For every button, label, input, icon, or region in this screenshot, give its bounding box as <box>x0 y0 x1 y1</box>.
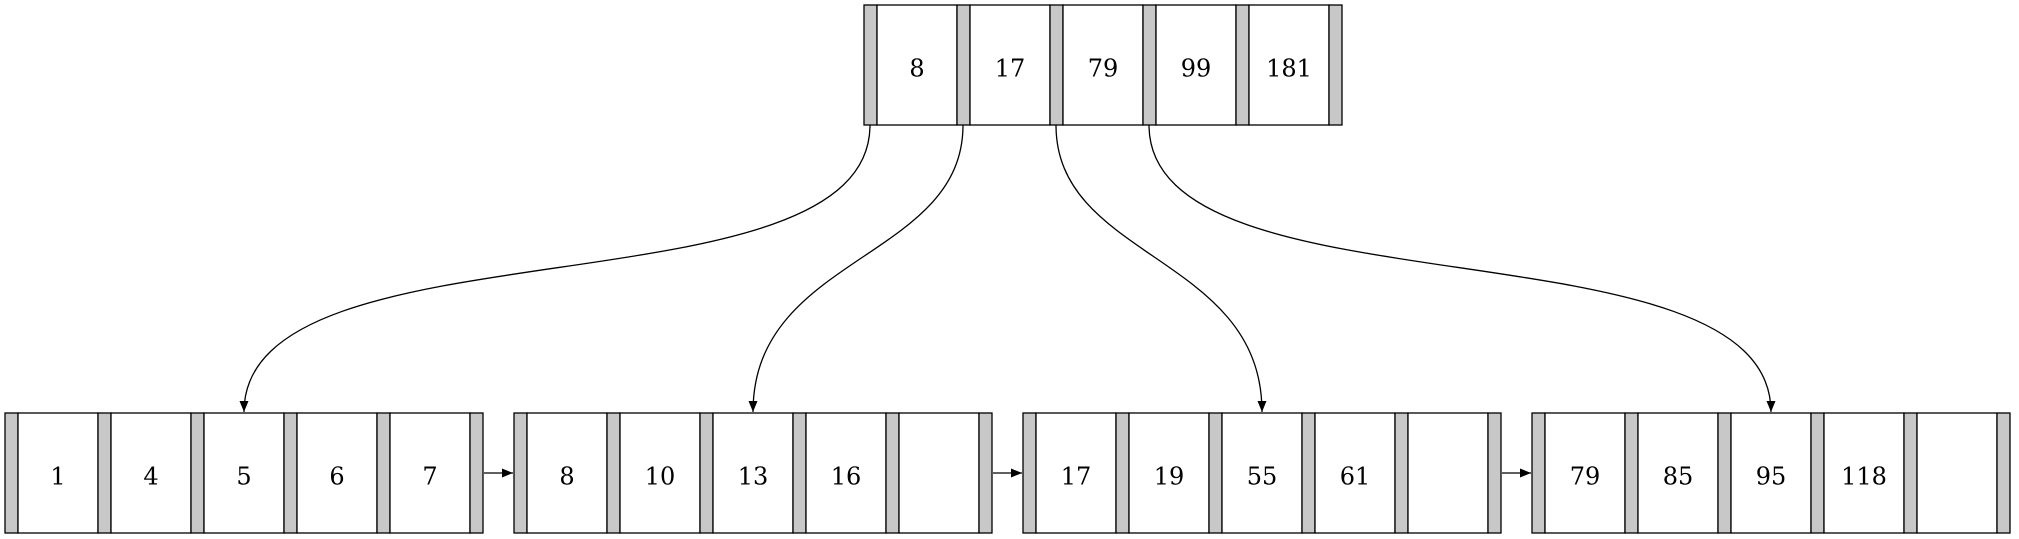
root-node: 8 17 79 99 181 <box>863 4 1343 126</box>
pointer-slot <box>1301 412 1316 534</box>
leaf-node-3: 17 19 55 61 <box>1022 412 1502 534</box>
key-label: 19 <box>1154 463 1185 491</box>
pointer-slot <box>4 412 19 534</box>
pointer-slot <box>1394 412 1409 534</box>
pointer-slot <box>1235 4 1250 126</box>
key-cell <box>1062 4 1144 126</box>
child-pointer-edge <box>1148 124 1776 413</box>
child-pointer-edge <box>1055 124 1267 413</box>
key-cell <box>898 412 980 534</box>
key-cell <box>110 412 192 534</box>
pointer-slot <box>1328 4 1343 126</box>
key-cell <box>17 412 99 534</box>
key-cell <box>1155 4 1237 126</box>
pointer-slot <box>1903 412 1918 534</box>
key-label: 5 <box>236 463 251 491</box>
child-pointer-edge <box>748 124 964 413</box>
key-label: 7 <box>422 463 437 491</box>
leaf-node-4: 79 85 95 118 <box>1531 412 2011 534</box>
pointer-slot <box>699 412 714 534</box>
key-cell <box>1407 412 1489 534</box>
key-cell <box>1637 412 1719 534</box>
key-label: 10 <box>645 463 676 491</box>
pointer-slot <box>513 412 528 534</box>
key-cell <box>969 4 1051 126</box>
key-cell <box>203 412 285 534</box>
key-label: 79 <box>1088 55 1119 83</box>
pointer-slot <box>1208 412 1223 534</box>
key-label: 181 <box>1266 55 1312 83</box>
key-label: 55 <box>1247 463 1278 491</box>
key-cell <box>1221 412 1303 534</box>
key-label: 118 <box>1841 463 1887 491</box>
key-cell <box>389 412 471 534</box>
key-cell <box>876 4 958 126</box>
pointer-slot <box>1049 4 1064 126</box>
pointer-slot <box>1996 412 2011 534</box>
key-label: 17 <box>1061 463 1092 491</box>
key-cell <box>1823 412 1905 534</box>
pointer-slot <box>97 412 112 534</box>
key-label: 85 <box>1663 463 1694 491</box>
key-label: 13 <box>738 463 769 491</box>
key-label: 95 <box>1756 463 1787 491</box>
pointer-slot <box>1624 412 1639 534</box>
key-cell <box>1314 412 1396 534</box>
pointer-slot <box>1531 412 1546 534</box>
pointer-slot <box>376 412 391 534</box>
pointer-slot <box>1487 412 1502 534</box>
key-label: 16 <box>831 463 862 491</box>
key-cell <box>805 412 887 534</box>
pointer-slot <box>283 412 298 534</box>
key-label: 8 <box>559 463 574 491</box>
pointer-slot <box>1810 412 1825 534</box>
pointer-slot <box>1717 412 1732 534</box>
key-label: 6 <box>329 463 344 491</box>
child-pointer-edges <box>239 124 1776 413</box>
pointer-slot <box>469 412 484 534</box>
pointer-slot <box>1022 412 1037 534</box>
key-cell <box>1128 412 1210 534</box>
pointer-slot <box>606 412 621 534</box>
pointer-slot <box>1115 412 1130 534</box>
pointer-slot <box>190 412 205 534</box>
pointer-slot <box>956 4 971 126</box>
key-cell <box>1544 412 1626 534</box>
key-label: 17 <box>995 55 1026 83</box>
leaf-node-1: 1 4 5 6 7 <box>4 412 484 534</box>
key-label: 61 <box>1340 463 1371 491</box>
key-label: 99 <box>1181 55 1212 83</box>
pointer-slot <box>1142 4 1157 126</box>
pointer-slot <box>792 412 807 534</box>
pointer-slot <box>978 412 993 534</box>
pointer-slot <box>863 4 878 126</box>
key-label: 8 <box>909 55 924 83</box>
key-label: 79 <box>1570 463 1601 491</box>
key-cell <box>712 412 794 534</box>
key-cell <box>619 412 701 534</box>
pointer-slot <box>885 412 900 534</box>
key-cell <box>1248 4 1330 126</box>
key-cell <box>296 412 378 534</box>
key-label: 1 <box>50 463 65 491</box>
key-label: 4 <box>143 463 158 491</box>
key-cell <box>1916 412 1998 534</box>
leaf-node-2: 8 10 13 16 <box>513 412 993 534</box>
child-pointer-edge <box>239 124 871 413</box>
key-cell <box>1730 412 1812 534</box>
